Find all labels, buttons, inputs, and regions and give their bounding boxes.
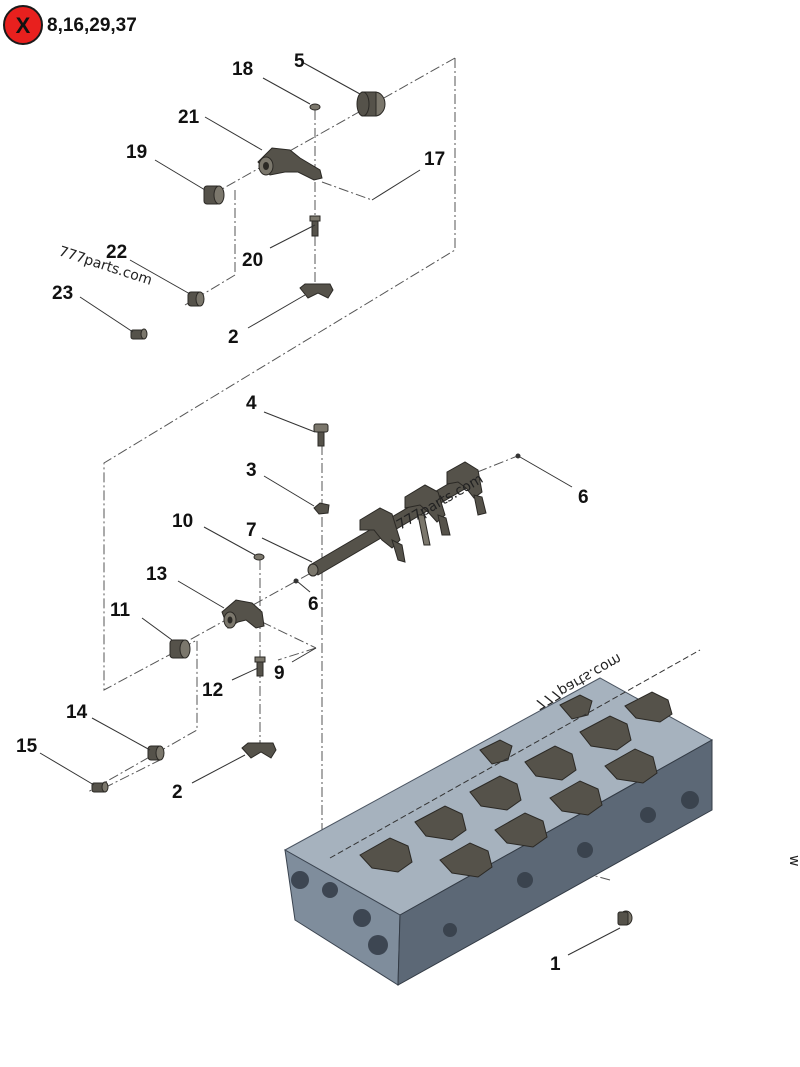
- callout-12: 12: [202, 680, 223, 701]
- callout-9: 9: [274, 663, 285, 684]
- rocker-arm-part-13: [221, 599, 265, 629]
- cylinder-head: [283, 649, 714, 986]
- callout-19: 19: [126, 142, 147, 163]
- callout-10: 10: [172, 511, 193, 532]
- rocker-arm-part-21: [257, 147, 323, 181]
- callout-11: 11: [110, 600, 131, 621]
- callout-7: 7: [246, 520, 257, 541]
- screw-part-20: [309, 215, 321, 237]
- rocker-support-part-2-lower: [241, 742, 277, 759]
- callout-13: 13: [146, 564, 167, 585]
- rocker-support-part-2-upper: [299, 283, 334, 299]
- callout-6-left: 6: [308, 594, 319, 615]
- bushing-part-5: [356, 91, 386, 117]
- callout-20: 20: [242, 250, 263, 271]
- excluded-x-icon: [3, 5, 43, 45]
- callout-21: 21: [178, 107, 200, 128]
- bushing-part-11: [169, 639, 191, 659]
- callout-6-right: 6: [578, 487, 589, 508]
- screw-part-12: [254, 656, 266, 677]
- callout-3: 3: [246, 460, 257, 481]
- watermark-edge: w: [786, 855, 800, 866]
- callout-leaders: [39, 61, 621, 956]
- excluded-parts-badge: X 8,16,29,37: [3, 5, 137, 45]
- callout-17: 17: [424, 149, 445, 170]
- callout-18: 18: [232, 59, 253, 80]
- sleeve-part-14: [147, 745, 165, 761]
- plug-part-6-left: [293, 578, 299, 584]
- excluded-numbers: 8,16,29,37: [47, 15, 137, 36]
- bushing-part-19: [203, 185, 225, 205]
- callout-15: 15: [16, 736, 38, 757]
- callout-5: 5: [294, 51, 305, 72]
- rocker-shaft-assembly: [91, 423, 521, 793]
- plug-part-6-right: [515, 453, 521, 459]
- bolt-part-4: [313, 423, 329, 447]
- upper-rocker-assembly: [130, 91, 386, 340]
- callout-23: 23: [52, 283, 73, 304]
- callout-2-lower: 2: [172, 782, 183, 803]
- washer-part-18: [309, 103, 321, 111]
- callout-22: 22: [106, 242, 127, 263]
- pin-part-23: [130, 328, 148, 340]
- excluded-x-label: X: [16, 13, 31, 38]
- callout-14: 14: [66, 702, 88, 723]
- rocker-shaft-part-7: [307, 461, 487, 577]
- callout-numbers: 5 18 21 19 17 20 22 23 2 4 3 6 10 7 6 13…: [16, 51, 589, 975]
- sleeve-part-22: [187, 291, 205, 307]
- washer-part-10: [253, 553, 265, 561]
- installed-rocker-arms: [359, 691, 673, 878]
- pin-part-15: [91, 781, 109, 793]
- callout-2-upper: 2: [228, 327, 239, 348]
- callout-4: 4: [246, 393, 257, 414]
- plug-part-1: [617, 910, 633, 926]
- callout-1: 1: [550, 954, 561, 975]
- spacer-part-3: [313, 502, 330, 515]
